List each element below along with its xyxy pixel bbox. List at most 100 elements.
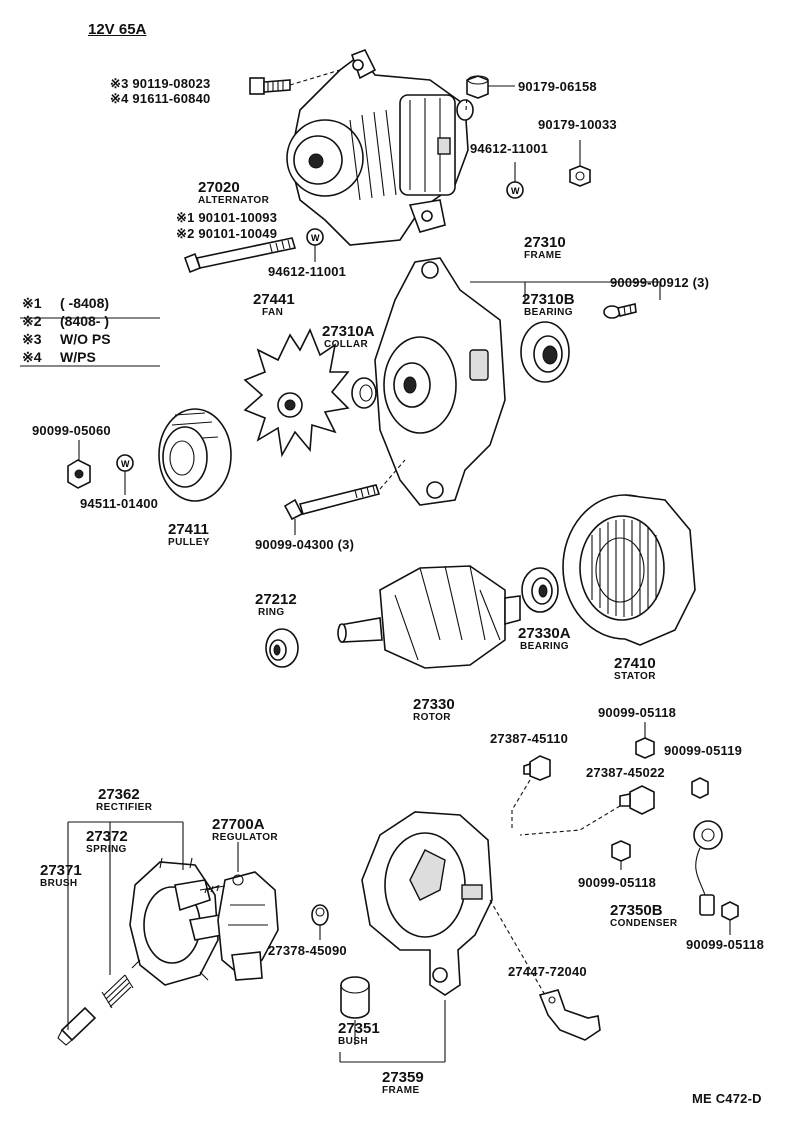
label-stator-no: 27410 [614,655,656,672]
top-bolt-drawing [249,69,341,95]
notes-underlines [20,317,160,367]
note-2-text: (8408- ) [60,313,110,329]
label-spring-name: SPRING [86,844,127,855]
label-rectifier-no: 27362 [98,786,140,803]
screw-frame-drawing [603,282,661,319]
pulley-nut-drawing: W [67,440,134,495]
label-bush-no: 27351 [338,1020,380,1037]
nut-a-drawing [635,722,655,759]
label-rotor-name: ROTOR [413,712,451,723]
note-1-text: ( -8408) [60,295,110,311]
label-stator-name: STATOR [614,671,656,682]
label-regulator-no: 27700A [212,816,265,833]
label-bearing-rear-name: BEARING [520,641,569,652]
label-nut-pulley: 90099-05060 [32,423,111,438]
front-frame-drawing [374,257,660,506]
nut-c-drawing [611,840,631,870]
label-bush-name: BUSH [338,1036,368,1047]
svg-text:W: W [121,459,130,469]
label-bolt-long: 90099-04300 (3) [255,537,355,552]
label-washer-pulley: 94511-01400 [80,496,159,511]
label-bolt-b2: ※2 90101-10049 [176,226,278,241]
pulley-drawing [158,408,232,502]
right-nut-drawing: W [506,140,591,199]
label-nut-d: 90099-05118 [686,937,765,952]
label-collar-name: COLLAR [324,339,369,350]
label-screw-frame: 90099-00912 (3) [610,275,710,290]
label-plate: 27447-72040 [508,964,587,979]
label-collar-no: 27310A [322,323,375,340]
terminal-b-drawing [519,785,655,836]
label-frame-rear-name: FRAME [382,1085,420,1096]
note-1-mark: ※1 [22,295,42,311]
label-rotor-no: 27330 [413,696,455,713]
diagram-code: ME C472-D [692,1091,762,1106]
label-rectifier-name: RECTIFIER [96,802,153,813]
regulator-drawing [199,871,279,981]
brush-drawing [57,1006,97,1046]
plate-drawing [489,899,601,1041]
spring-drawing [101,974,134,1009]
label-pulley-name: PULLEY [168,537,210,548]
ring-drawing [265,628,299,668]
label-bolt-a4: ※4 91611-60840 [110,91,211,106]
note-2-mark: ※2 [22,313,42,329]
stator-drawing [562,494,696,646]
rear-frame-leaders [339,1000,446,1063]
top-nut-drawing [465,75,515,111]
label-frame-front-name: FRAME [524,250,562,261]
terminal-a-drawing [511,755,551,830]
label-terminal-b: 27387-45022 [586,765,665,780]
rectifier-leaders [67,821,239,1030]
label-nut-a: 90099-05118 [598,705,677,720]
label-bearing-rear-no: 27330A [518,625,571,642]
note-4-mark: ※4 [22,349,42,365]
label-insulator: 27378-45090 [268,943,347,958]
insulator-drawing [311,904,329,940]
label-bearing-front-name: BEARING [524,307,573,318]
alternator-assembly-drawing [286,48,474,246]
label-bolt-a3: ※3 90119-08023 [110,76,211,91]
label-frame-rear-no: 27359 [382,1069,424,1086]
label-pulley-no: 27411 [168,521,209,538]
label-washer-top: 94612-11001 [470,141,549,156]
label-fan-no: 27441 [253,291,295,308]
label-ring-no: 27212 [255,591,297,608]
label-nut-c: 90099-05118 [578,875,657,890]
note-3-mark: ※3 [22,331,42,347]
label-brush-no: 27371 [40,862,82,879]
label-frame-front-no: 27310 [524,234,566,251]
label-bearing-front-no: 27310B [522,291,575,308]
note-3-text: W/O PS [60,331,111,347]
label-ring-name: RING [258,607,285,618]
label-fan-name: FAN [262,307,284,318]
bush-drawing [340,976,370,1045]
label-washer-mid: 94612-11001 [268,264,347,279]
label-spring-no: 27372 [86,828,128,845]
fan-drawing [243,328,350,458]
rectifier-drawing [129,857,223,986]
svg-text:W: W [311,233,320,243]
long-bolt-2-drawing [283,459,406,535]
label-nut-right: 90179-10033 [538,117,617,132]
label-brush-name: BRUSH [40,878,78,889]
label-alternator-no: 27020 [198,179,240,196]
label-condenser-name: CONDENSER [610,918,678,929]
label-terminal-a: 27387-45110 [490,731,569,746]
rear-bearing-drawing [521,567,559,613]
diagram-title: 12V 65A [88,21,147,38]
label-bolt-b1: ※1 90101-10093 [176,210,278,225]
svg-text:W: W [511,186,520,196]
label-regulator-name: REGULATOR [212,832,279,843]
collar-drawing [351,377,377,409]
condenser-drawing [693,820,739,935]
rear-frame-drawing [361,811,493,996]
rotor-drawing [337,565,521,669]
note-4-text: W/PS [60,349,96,365]
label-nut-b: 90099-05119 [664,743,743,758]
label-alternator-name: ALTERNATOR [198,195,270,206]
long-bolt-drawing: W [183,228,324,274]
nut-b-drawing [691,777,709,799]
front-bearing-drawing [520,321,570,383]
